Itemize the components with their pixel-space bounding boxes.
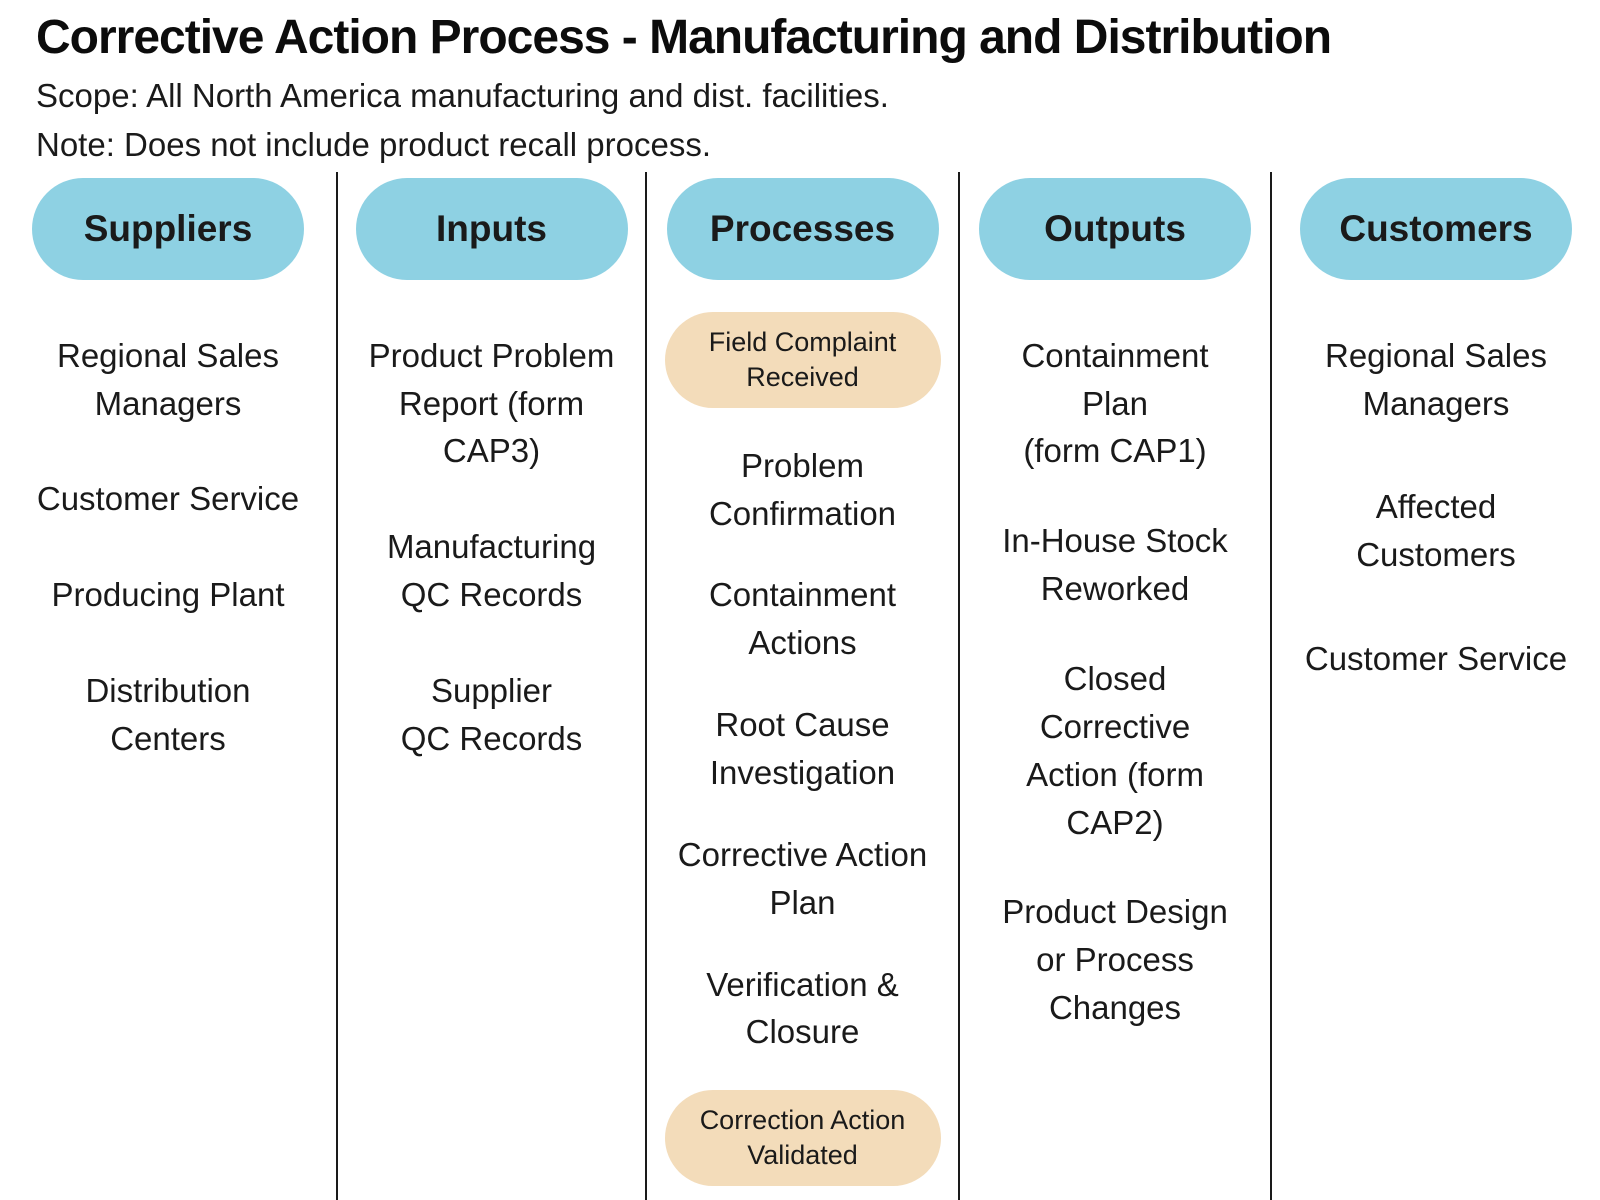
process-event-pill: Field Complaint Received — [664, 311, 941, 408]
list-item: Corrective Action Plan — [677, 835, 928, 921]
list-item: Verification & Closure — [706, 965, 899, 1051]
list-item: Manufacturing QC Records — [386, 528, 597, 614]
scope-line: Scope: All North America manufacturing a… — [36, 77, 889, 115]
column-header-customers: Customers — [1300, 177, 1572, 280]
process-event-pill: Correction Action Validated — [664, 1090, 941, 1187]
column-header-outputs: Outputs — [979, 177, 1251, 280]
column-header-suppliers: Suppliers — [32, 177, 304, 280]
list-item: Root Cause Investigation — [709, 706, 896, 791]
page-title: Corrective Action Process - Manufacturin… — [36, 11, 1332, 64]
column-content-outputs: Containment Plan (form CAP1) In-House Sto… — [960, 332, 1270, 1032]
list-item: Customer Service — [1304, 640, 1568, 678]
list-item: Closed Corrective Action (form CAP2) — [1026, 660, 1204, 841]
list-item: Product Design or Process Changes — [1002, 893, 1228, 1027]
list-item: Containment Plan (form CAP1) — [1021, 336, 1209, 470]
list-item: Containment Actions — [708, 576, 897, 662]
list-item: Producing Plant — [51, 576, 285, 614]
list-item: Regional Sales Managers — [57, 336, 279, 422]
document-header: Corrective Action Process - Manufacturin… — [0, 0, 1600, 164]
list-item: Customer Service — [36, 480, 300, 518]
note-line: Note: Does not include product recall pr… — [36, 126, 712, 164]
list-item: Problem Confirmation — [708, 446, 897, 532]
column-content-inputs: Product Problem Report (form CAP3) Manufa… — [338, 332, 645, 763]
list-item: Affected Customers — [1356, 488, 1516, 574]
list-item: Regional Sales Managers — [1325, 336, 1547, 422]
list-item: Supplier QC Records — [400, 672, 583, 757]
column-header-processes: Processes — [666, 177, 939, 280]
list-item: In-House Stock Reworked — [1002, 522, 1228, 608]
column-header-inputs: Inputs — [355, 177, 628, 280]
list-item: Distribution Centers — [85, 672, 251, 757]
list-item: Product Problem Report (form CAP3) — [368, 336, 615, 470]
